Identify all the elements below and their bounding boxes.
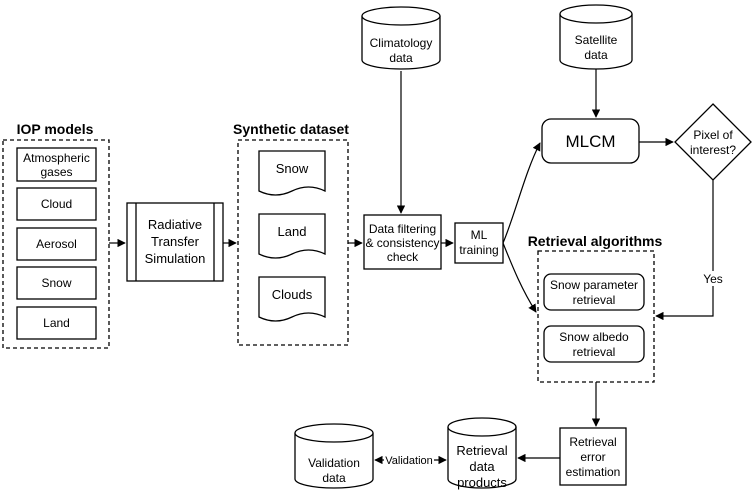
- pixel-of-interest-decision: Pixel of interest?: [674, 103, 752, 181]
- iop-atmospheric-label-1: Atmospheric: [23, 151, 90, 165]
- error-estimation-label-2: error: [580, 450, 605, 464]
- filtering-label-2: & consistency: [365, 236, 439, 250]
- retrieval-algorithms-title: Retrieval algorithms: [528, 233, 663, 249]
- ml-training-label-1: ML: [471, 228, 488, 242]
- snow-albedo-label-2: retrieval: [573, 345, 616, 359]
- validation-data-cylinder: Validation data: [294, 423, 374, 489]
- radiative-label-2: Transfer: [151, 234, 200, 249]
- iop-aerosol-label: Aerosol: [36, 237, 77, 251]
- satellite-label-1: Satellite: [575, 33, 618, 47]
- yes-label-bg: [702, 271, 724, 286]
- ml-training-box: ML training: [454, 222, 504, 264]
- iop-land-box: Land: [16, 306, 97, 340]
- climatology-label-1: Climatology: [370, 36, 433, 50]
- edge-ml-to-retrieval: [502, 242, 537, 313]
- iop-snow-label: Snow: [41, 276, 71, 290]
- radiative-label-1: Radiative: [148, 217, 202, 232]
- error-estimation-label-1: Retrieval: [569, 435, 616, 449]
- iop-snow-box: Snow: [16, 266, 97, 300]
- iop-models-group: [2, 139, 110, 349]
- iop-atmospheric-gases-box: Atmospheric gases: [16, 147, 97, 182]
- products-label-2: data: [469, 459, 495, 474]
- retrieval-data-products-cylinder: Retrieval data products: [447, 417, 517, 490]
- satellite-data-cylinder: Satellite data: [559, 4, 633, 70]
- climatology-label-2: data: [389, 51, 413, 65]
- mlcm-label: MLCM: [565, 132, 615, 151]
- snow-parameter-label-2: retrieval: [573, 293, 616, 307]
- snow-albedo-label-1: Snow albedo: [559, 330, 629, 344]
- data-filtering-box: Data filtering & consistency check: [363, 214, 442, 270]
- error-estimation-label-3: estimation: [566, 465, 621, 479]
- edge-label-validation: Validation: [385, 455, 433, 467]
- synthetic-clouds-document: Clouds: [258, 276, 326, 322]
- products-label-1: Retrieval: [456, 443, 507, 458]
- radiative-transfer-box: Radiative Transfer Simulation: [126, 202, 224, 282]
- mlcm-box: MLCM: [541, 118, 640, 164]
- validation-data-label-1: Validation: [308, 456, 360, 470]
- iop-models-title: IOP models: [17, 121, 94, 137]
- filtering-label-1: Data filtering: [369, 222, 436, 236]
- synthetic-snow-label: Snow: [276, 161, 309, 176]
- snow-albedo-retrieval-box: Snow albedo retrieval: [543, 325, 645, 363]
- synthetic-clouds-label: Clouds: [272, 287, 313, 302]
- synthetic-land-document: Land: [258, 213, 326, 259]
- validation-data-label-2: data: [322, 471, 346, 485]
- snow-parameter-label-1: Snow parameter: [550, 278, 638, 292]
- iop-land-label: Land: [43, 316, 70, 330]
- climatology-data-cylinder: Climatology data: [361, 6, 441, 70]
- radiative-label-3: Simulation: [145, 251, 206, 266]
- iop-aerosol-box: Aerosol: [16, 227, 97, 261]
- filtering-label-3: check: [387, 250, 419, 264]
- synthetic-snow-document: Snow: [258, 150, 326, 196]
- retrieval-error-estimation-box: Retrieval error estimation: [559, 427, 627, 486]
- synthetic-dataset-title: Synthetic dataset: [233, 121, 349, 137]
- edge-pixel-yes-to-retrieval: [655, 180, 714, 321]
- iop-cloud-box: Cloud: [16, 187, 97, 221]
- products-label-3: products: [457, 475, 507, 490]
- ml-training-label-2: training: [459, 243, 498, 257]
- edge-ml-to-mlcm: [502, 142, 541, 244]
- snow-parameter-retrieval-box: Snow parameter retrieval: [543, 273, 645, 311]
- iop-cloud-label: Cloud: [41, 197, 72, 211]
- satellite-label-2: data: [584, 48, 608, 62]
- synthetic-land-label: Land: [278, 224, 307, 239]
- pixel-label-2: interest?: [690, 143, 736, 157]
- iop-atmospheric-label-2: gases: [40, 165, 72, 179]
- validation-edge-label-bg: [384, 452, 434, 467]
- edge-label-yes: Yes: [703, 272, 723, 286]
- pixel-label-1: Pixel of: [693, 128, 733, 142]
